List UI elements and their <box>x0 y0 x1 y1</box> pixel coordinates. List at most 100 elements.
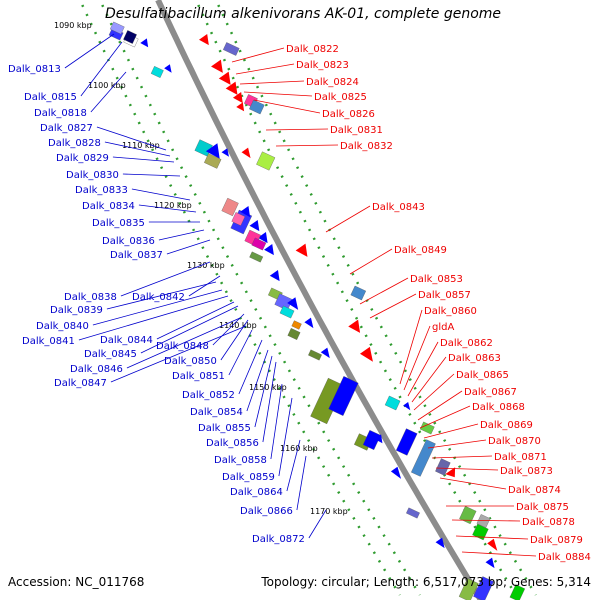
gene-label-left: Dalk_0845 <box>84 349 137 360</box>
gene-feature <box>164 64 172 73</box>
leader-line-right <box>417 390 463 421</box>
kbp-tick-label: 1100 kbp <box>88 81 126 90</box>
gene-label-right: Dalk_0853 <box>410 274 463 285</box>
gene-feature <box>269 270 280 282</box>
leader-line-left <box>254 355 273 428</box>
leader-line-left <box>64 33 115 69</box>
gene-feature <box>384 395 401 411</box>
leader-line-right <box>461 551 537 557</box>
gene-feature <box>287 328 301 340</box>
backbone-line <box>155 0 484 600</box>
gene-feature <box>435 537 445 549</box>
genome-summary-text: Topology: circular; Length: 6,517,073 bp… <box>260 575 591 589</box>
gene-feature <box>435 458 451 476</box>
kbp-tick-label: 1140 kbp <box>219 321 257 330</box>
gene-label-right: Dalk_0874 <box>508 485 561 496</box>
gene-feature <box>256 151 276 171</box>
gene-feature <box>411 439 436 477</box>
gene-feature <box>472 523 489 541</box>
leader-line-right <box>451 519 521 522</box>
gene-feature <box>221 148 229 157</box>
leader-line-right <box>407 341 439 397</box>
gene-label-left: Dalk_0856 <box>206 438 259 449</box>
gene-label-left: Dalk_0852 <box>182 390 235 401</box>
gene-label-right: Dalk_0825 <box>314 92 367 103</box>
gene-label-left: Dalk_0815 <box>24 92 77 103</box>
leader-line-left <box>104 141 171 157</box>
leader-line-left <box>90 71 127 113</box>
gene-label-right: Dalk_0860 <box>424 306 477 317</box>
gene-label-left: Dalk_0839 <box>50 305 103 316</box>
leader-line-right <box>265 128 329 131</box>
gene-feature <box>287 297 299 310</box>
leader-line-left <box>166 239 211 255</box>
gene-feature <box>328 376 359 416</box>
gene-label-right: Dalk_0875 <box>516 502 569 513</box>
gene-feature <box>109 21 125 35</box>
gene-label-right: Dalk_0867 <box>464 387 517 398</box>
gene-label-right: Dalk_0871 <box>494 452 547 463</box>
gene-label-left: Dalk_0844 <box>100 335 153 346</box>
gene-label-right: Dalk_0865 <box>456 370 509 381</box>
leader-line-left <box>270 383 283 460</box>
kbp-tick-label: 1090 kbp <box>54 21 92 30</box>
gene-label-right: Dalk_0849 <box>394 245 447 256</box>
gene-label-right: Dalk_0863 <box>448 353 501 364</box>
gene-feature <box>350 285 367 301</box>
gene-label-right: Dalk_0824 <box>306 77 359 88</box>
gene-feature <box>395 428 418 456</box>
gene-feature <box>150 66 164 78</box>
leader-line-left <box>110 325 247 383</box>
gene-feature <box>231 212 246 226</box>
gene-label-left: Dalk_0837 <box>110 250 163 261</box>
genome-title: Desulfatibacillum alkenivorans AK-01, co… <box>105 6 501 22</box>
gene-label-left: Dalk_0829 <box>56 153 109 164</box>
leader-line-left <box>112 156 175 163</box>
leader-line-right <box>455 535 529 540</box>
gene-feature <box>403 402 411 411</box>
gene-label-right: Dalk_0823 <box>296 60 349 71</box>
leader-line-left <box>131 188 191 201</box>
leader-line-right <box>399 309 423 385</box>
leader-line-left <box>126 317 241 369</box>
dotted-guide-line <box>197 4 517 596</box>
gene-label-left: Dalk_0827 <box>40 123 93 134</box>
gene-feature <box>274 293 293 311</box>
leader-line-right <box>431 455 493 459</box>
gene-feature <box>194 139 213 157</box>
leader-line-right <box>243 91 313 97</box>
gene-feature <box>241 147 251 159</box>
leader-line-left <box>158 229 205 241</box>
gene-label-left: Dalk_0848 <box>156 341 209 352</box>
gene-label-left: Dalk_0836 <box>102 236 155 247</box>
gene-feature <box>390 466 402 479</box>
leader-line-left <box>96 126 167 151</box>
kbp-tick-label: 1150 kbp <box>249 383 287 392</box>
gene-feature <box>419 421 435 435</box>
gene-label-left: Dalk_0858 <box>214 455 267 466</box>
gene-feature <box>240 206 251 218</box>
gene-feature <box>308 349 322 361</box>
gene-label-left: Dalk_0833 <box>75 185 128 196</box>
gene-label-right: Dalk_0832 <box>340 141 393 152</box>
gene-feature <box>473 576 494 600</box>
gene-feature <box>205 143 220 159</box>
gene-label-right: Dalk_0868 <box>472 402 525 413</box>
gene-label-right: Dalk_0831 <box>330 125 383 136</box>
gene-feature <box>236 102 245 112</box>
gene-feature <box>211 59 223 73</box>
gene-feature <box>279 305 295 319</box>
gene-label-left: Dalk_0866 <box>240 506 293 517</box>
gene-feature <box>458 578 479 600</box>
gene-feature <box>406 507 420 519</box>
gene-label-right: Dalk_0878 <box>522 517 575 528</box>
gene-feature <box>204 153 222 169</box>
gene-label-left: Dalk_0846 <box>70 364 123 375</box>
leader-line-left <box>212 313 245 346</box>
kbp-tick-label: 1160 kbp <box>280 444 318 453</box>
leader-line-right <box>411 356 447 403</box>
accession-text: Accession: NC_011768 <box>8 575 144 589</box>
gene-feature <box>218 71 231 85</box>
